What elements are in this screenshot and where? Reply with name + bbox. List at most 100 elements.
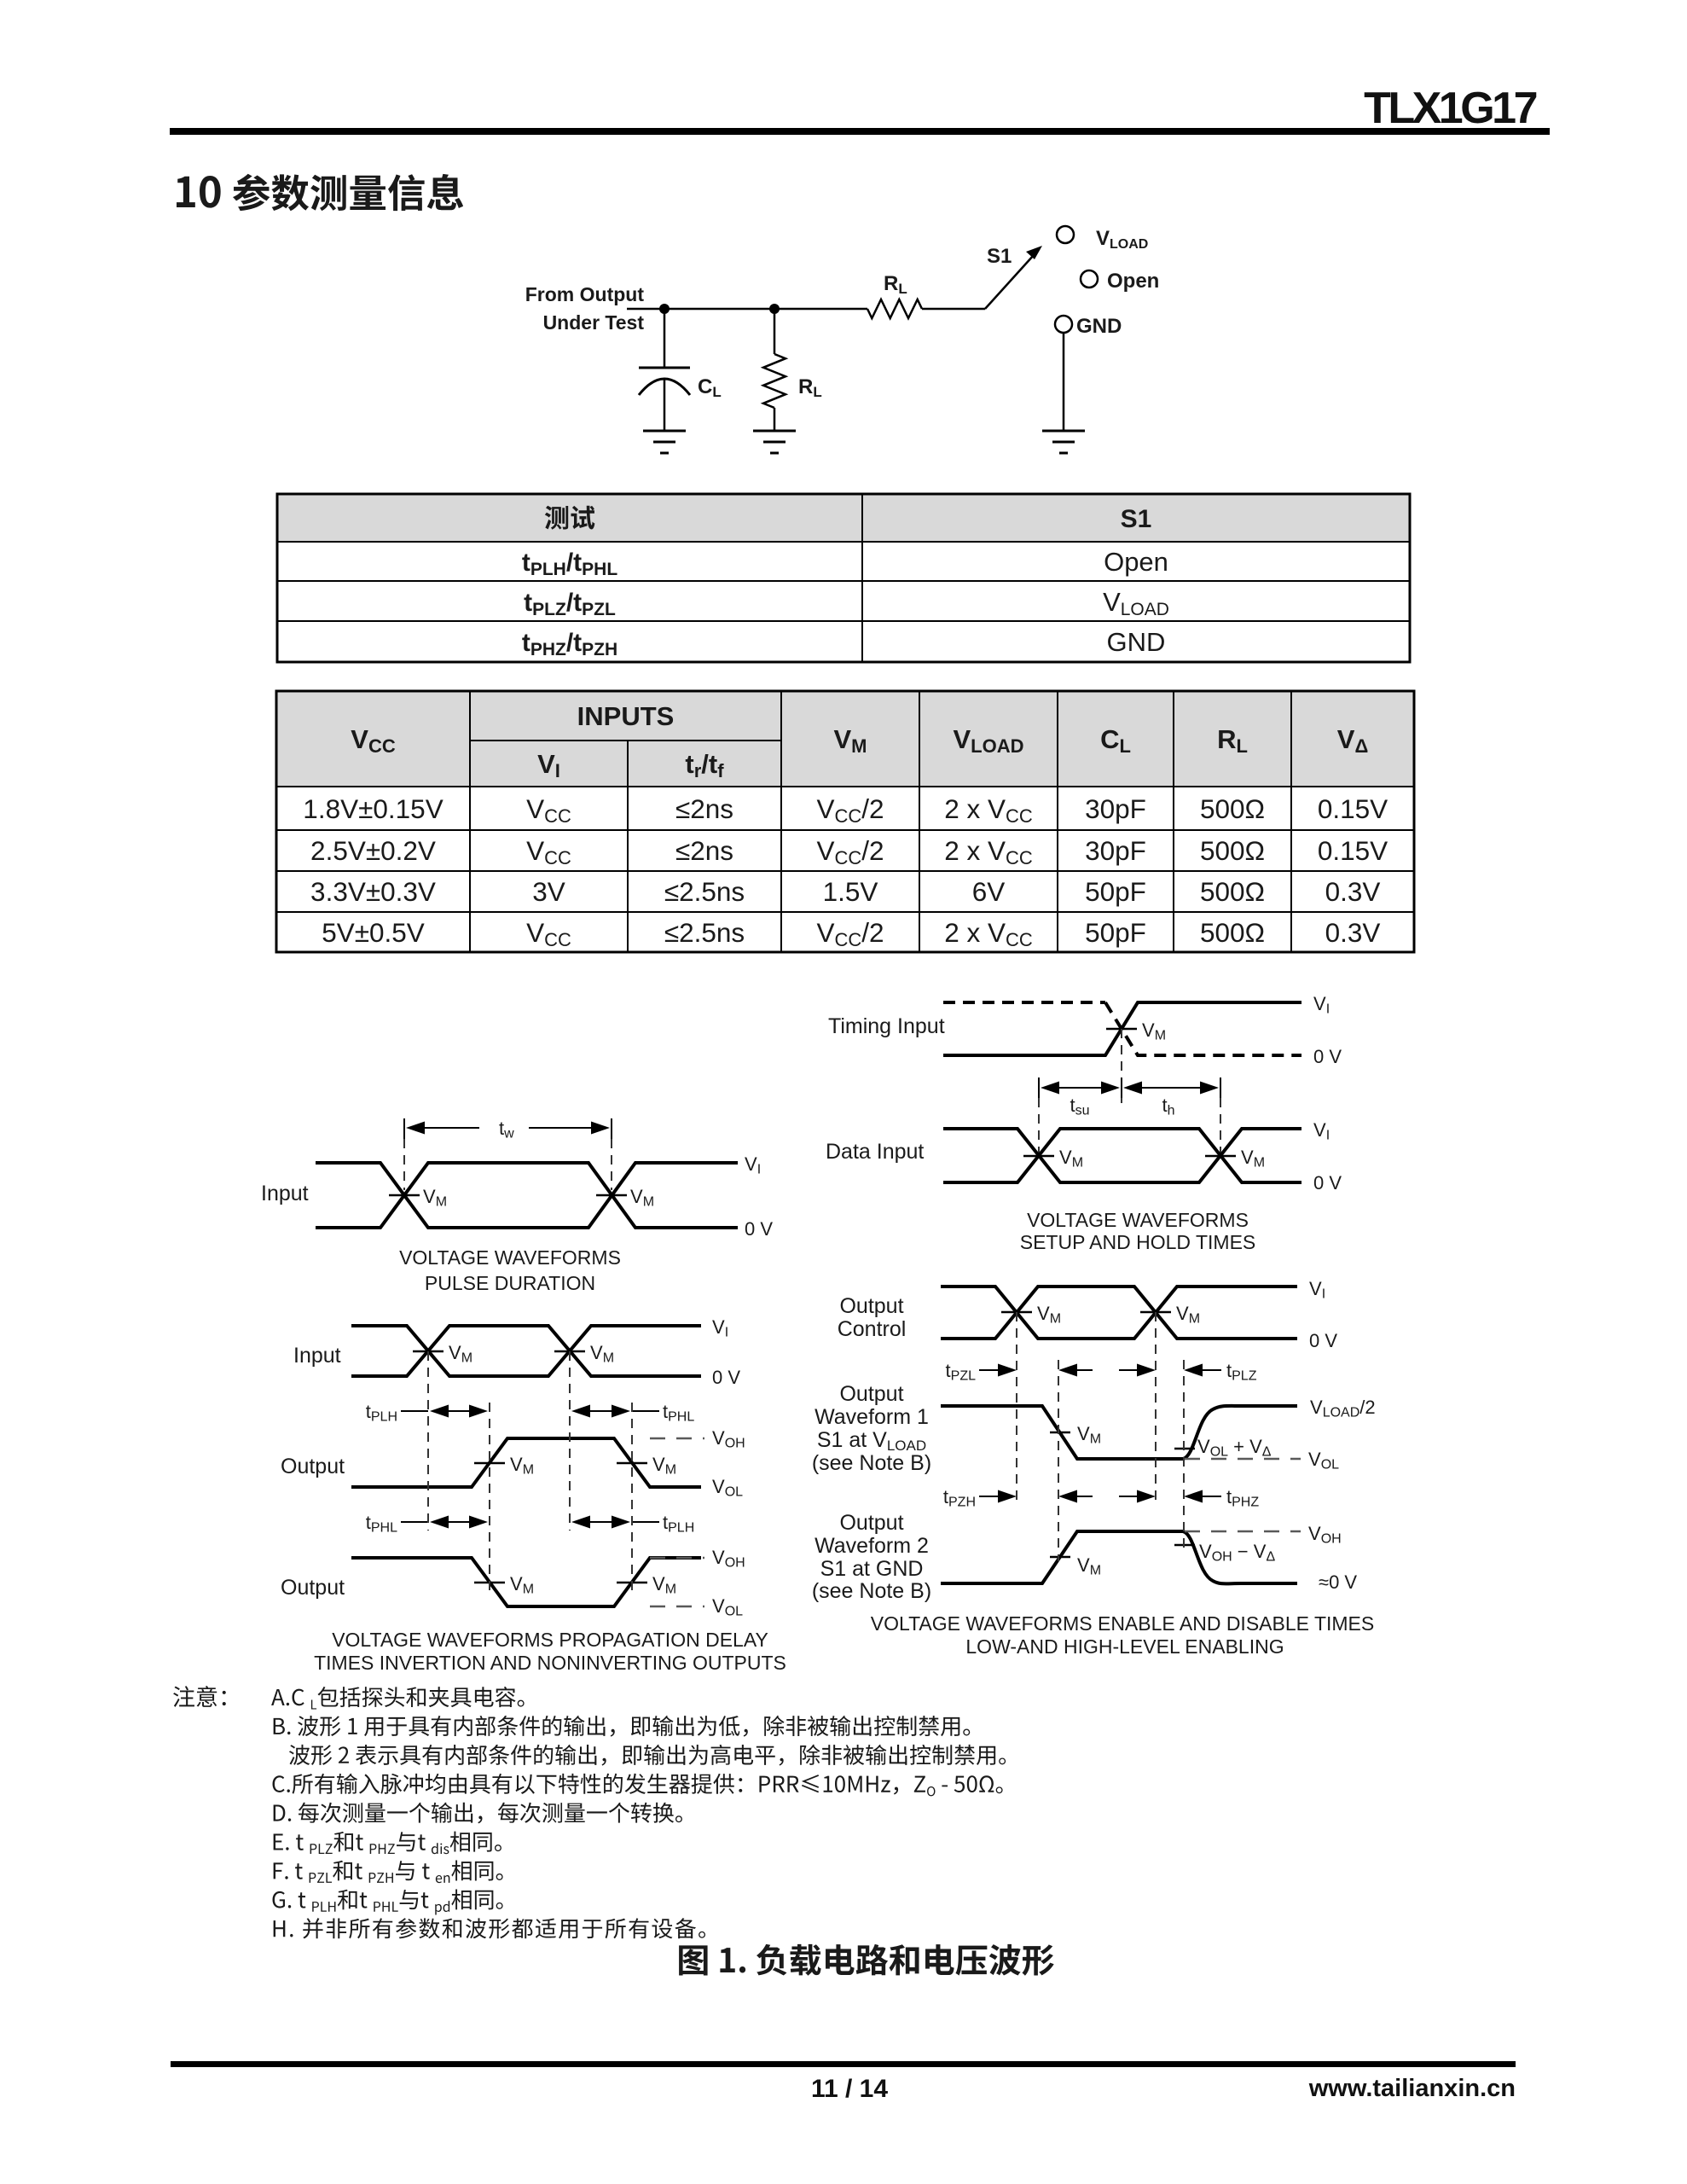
svg-text:VLOAD: VLOAD bbox=[1096, 227, 1148, 252]
svg-text:≤2ns: ≤2ns bbox=[675, 835, 733, 866]
svg-text:0.15V: 0.15V bbox=[1318, 793, 1388, 824]
svg-text:tPHZ/tPZH: tPHZ/tPZH bbox=[522, 629, 617, 659]
svg-text:2 x VCC: 2 x VCC bbox=[944, 917, 1033, 950]
svg-text:0 V: 0 V bbox=[1313, 1046, 1342, 1067]
svg-text:0.3V: 0.3V bbox=[1325, 876, 1381, 907]
svg-text:0 V: 0 V bbox=[1309, 1330, 1337, 1351]
svg-text:www.tailianxin.cn: www.tailianxin.cn bbox=[1308, 2075, 1516, 2102]
svg-text:TLX1G17: TLX1G17 bbox=[1364, 84, 1536, 133]
svg-text:0 V: 0 V bbox=[712, 1367, 740, 1388]
svg-text:50pF: 50pF bbox=[1085, 876, 1146, 907]
svg-text:≈0 V: ≈0 V bbox=[1319, 1571, 1357, 1593]
svg-text:PULSE DURATION: PULSE DURATION bbox=[425, 1272, 595, 1294]
svg-text:2.5V±0.2V: 2.5V±0.2V bbox=[310, 835, 436, 866]
svg-text:GND: GND bbox=[1107, 627, 1166, 657]
svg-text:2 x VCC: 2 x VCC bbox=[944, 793, 1033, 827]
svg-text:VCC/2: VCC/2 bbox=[816, 917, 884, 950]
svg-text:Output: Output bbox=[281, 1455, 345, 1478]
svg-text:VM: VM bbox=[510, 1454, 534, 1478]
svg-text:VM: VM bbox=[630, 1186, 654, 1210]
svg-text:VM: VM bbox=[423, 1186, 447, 1210]
svg-text:tPLH: tPLH bbox=[366, 1401, 397, 1425]
svg-text:VM: VM bbox=[1142, 1019, 1166, 1043]
svg-text:tPZH: tPZH bbox=[943, 1486, 976, 1510]
svg-text:VOL: VOL bbox=[1308, 1449, 1339, 1472]
svg-text:RL: RL bbox=[798, 375, 822, 400]
svg-text:≤2.5ns: ≤2.5ns bbox=[664, 917, 745, 948]
svg-text:tsu: tsu bbox=[1070, 1095, 1089, 1118]
svg-text:Input: Input bbox=[261, 1182, 309, 1205]
svg-text:Open: Open bbox=[1107, 270, 1159, 293]
svg-text:S1 at VLOAD: S1 at VLOAD bbox=[817, 1428, 926, 1454]
svg-text:VCC: VCC bbox=[526, 793, 571, 827]
svg-text:VI: VI bbox=[1313, 1119, 1330, 1143]
svg-text:VOLTAGE WAVEFORMS PROPAGATION: VOLTAGE WAVEFORMS PROPAGATION DELAY bbox=[332, 1629, 768, 1651]
svg-text:VOH: VOH bbox=[712, 1547, 745, 1571]
svg-text:VM: VM bbox=[1059, 1147, 1083, 1170]
svg-text:tw: tw bbox=[499, 1118, 514, 1141]
svg-text:0.15V: 0.15V bbox=[1318, 835, 1388, 866]
svg-text:VI: VI bbox=[1313, 993, 1330, 1017]
svg-text:Input: Input bbox=[293, 1344, 341, 1368]
svg-text:VM: VM bbox=[652, 1454, 676, 1478]
svg-text:VLOAD/2: VLOAD/2 bbox=[1310, 1397, 1376, 1420]
svg-text:tPLZ/tPZL: tPLZ/tPZL bbox=[524, 589, 616, 619]
svg-text:th: th bbox=[1162, 1095, 1174, 1118]
svg-text:Open: Open bbox=[1104, 547, 1168, 577]
svg-text:Output: Output bbox=[281, 1576, 345, 1600]
svg-text:VOH − VΔ: VOH − VΔ bbox=[1199, 1541, 1275, 1565]
svg-text:VCC: VCC bbox=[526, 917, 571, 950]
svg-text:1.8V±0.15V: 1.8V±0.15V bbox=[303, 793, 443, 824]
svg-text:(see Note B): (see Note B) bbox=[812, 1451, 931, 1475]
svg-text:RL: RL bbox=[884, 272, 907, 297]
svg-text:S1: S1 bbox=[987, 245, 1012, 268]
svg-text:0 V: 0 V bbox=[1313, 1172, 1342, 1194]
svg-text:VOLTAGE WAVEFORMS: VOLTAGE WAVEFORMS bbox=[1027, 1209, 1249, 1231]
svg-text:tPHZ: tPHZ bbox=[1226, 1486, 1259, 1510]
svg-text:tPZL: tPZL bbox=[946, 1360, 977, 1384]
svg-text:VOH: VOH bbox=[712, 1427, 745, 1451]
svg-text:2 x VCC: 2 x VCC bbox=[944, 835, 1033, 868]
svg-text:From Output: From Output bbox=[525, 283, 645, 305]
svg-text:500Ω: 500Ω bbox=[1200, 793, 1265, 824]
svg-text:VLOAD: VLOAD bbox=[1103, 587, 1169, 619]
svg-text:Output: Output bbox=[839, 1382, 903, 1406]
svg-text:VI: VI bbox=[745, 1153, 761, 1177]
svg-text:50pF: 50pF bbox=[1085, 917, 1146, 948]
svg-text:VOH: VOH bbox=[1308, 1523, 1342, 1547]
svg-text:SETUP AND HOLD TIMES: SETUP AND HOLD TIMES bbox=[1020, 1231, 1256, 1253]
svg-text:VM: VM bbox=[1077, 1423, 1101, 1447]
svg-text:VM: VM bbox=[449, 1342, 472, 1366]
svg-text:VM: VM bbox=[1077, 1554, 1101, 1578]
svg-text:VCC/2: VCC/2 bbox=[816, 835, 884, 868]
svg-text:30pF: 30pF bbox=[1085, 793, 1146, 824]
svg-text:≤2ns: ≤2ns bbox=[675, 793, 733, 824]
svg-text:VCC: VCC bbox=[526, 835, 571, 868]
svg-text:VM: VM bbox=[652, 1573, 676, 1597]
svg-text:VM: VM bbox=[590, 1342, 614, 1366]
svg-text:VOL: VOL bbox=[712, 1476, 743, 1500]
svg-text:VOL: VOL bbox=[712, 1595, 743, 1619]
svg-text:5V±0.5V: 5V±0.5V bbox=[322, 917, 425, 948]
svg-text:Output: Output bbox=[839, 1511, 903, 1535]
svg-text:GND: GND bbox=[1076, 315, 1122, 338]
svg-text:VI: VI bbox=[712, 1316, 728, 1340]
svg-text:VM: VM bbox=[510, 1573, 534, 1597]
svg-text:tPLZ: tPLZ bbox=[1226, 1360, 1257, 1384]
svg-text:Output: Output bbox=[839, 1294, 903, 1318]
svg-text:30pF: 30pF bbox=[1085, 835, 1146, 866]
svg-text:tPLH/tPHL: tPLH/tPHL bbox=[522, 549, 618, 579]
svg-text:Under Test: Under Test bbox=[543, 311, 645, 334]
svg-text:Timing Input: Timing Input bbox=[828, 1014, 945, 1038]
svg-text:VI: VI bbox=[1309, 1278, 1325, 1302]
svg-text:3V: 3V bbox=[532, 876, 565, 907]
svg-text:S1: S1 bbox=[1121, 505, 1152, 533]
svg-text:0.3V: 0.3V bbox=[1325, 917, 1381, 948]
svg-text:CL: CL bbox=[698, 375, 722, 400]
svg-text:VOL + VΔ: VOL + VΔ bbox=[1197, 1436, 1272, 1460]
svg-text:VOLTAGE WAVEFORMS: VOLTAGE WAVEFORMS bbox=[399, 1246, 621, 1269]
svg-text:tPHL: tPHL bbox=[663, 1401, 694, 1425]
svg-text:tPLH: tPLH bbox=[663, 1512, 694, 1536]
svg-text:VM: VM bbox=[1241, 1147, 1265, 1170]
svg-text:tPHL: tPHL bbox=[366, 1512, 397, 1536]
